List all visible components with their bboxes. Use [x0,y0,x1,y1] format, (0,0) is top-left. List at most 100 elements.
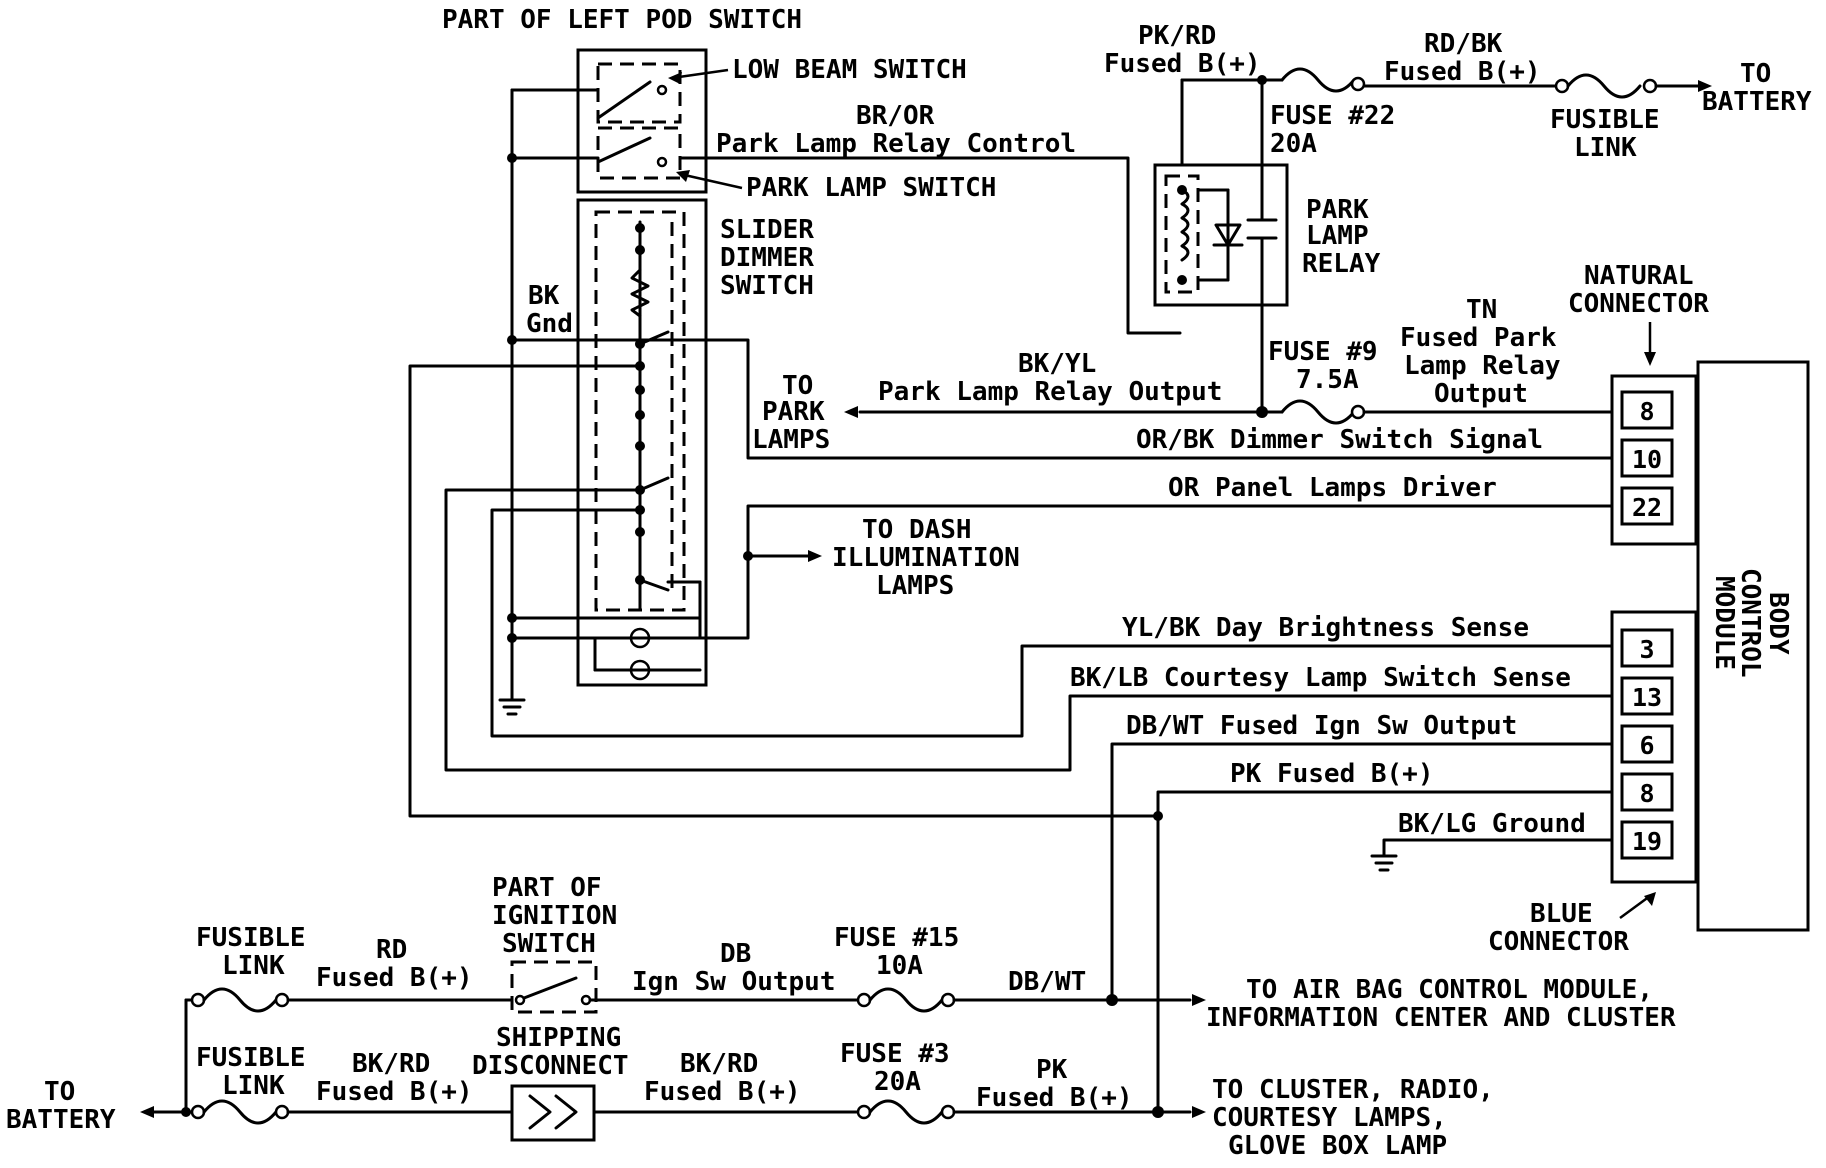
label-to-park: TO [782,371,813,401]
label-park-lamps-park: PARK [762,397,825,427]
label-fusible-ign: FUSIBLE [196,923,306,953]
label-yl-bk-day: YL/BK Day Brightness Sense [1122,613,1529,643]
label-lamp-relay: Lamp Relay [1404,351,1561,381]
fuse-3 [868,1099,944,1125]
low-beam-switch-blade [596,80,652,120]
label-park-relay-lamp: LAMP [1306,221,1369,251]
blue-pin-box [1620,820,1674,860]
park-lamp-relay [1153,98,1289,307]
ignition-switch-symbol [510,960,598,1014]
label-slider: SLIDER [720,215,814,245]
label-ign-sw-output: Ign Sw Output [632,967,836,997]
label-fused-park: Fused Park [1400,323,1557,353]
wire-br-or-relay-control [678,156,1182,335]
label-rd: RD [376,935,407,965]
wire-bk-lg-ground [1382,838,1614,858]
label-switch: SWITCH [720,271,814,301]
natural-pin-label: 10 [1632,445,1662,474]
label-body: BODY [1763,592,1793,655]
label-br-or: BR/OR [856,101,935,131]
label-part-of-left-pod-switch: PART OF LEFT POD SWITCH [442,5,802,35]
label-db-wt: DB/WT [1008,967,1086,997]
left-pod-switch [576,48,708,687]
label-park-lamp-relay-output: Park Lamp Relay Output [878,377,1222,407]
ground-symbol-bcm [1370,854,1398,872]
label-fuse-9-rating: 7.5A [1296,365,1359,395]
shipping-disconnect-chevron-1 [528,1094,552,1130]
wire-bk-lb-courtesy-lamp-switch-sense [444,488,1614,772]
label-low-beam-switch: LOW BEAM SWITCH [732,55,967,85]
label-park-relay-relay: RELAY [1302,249,1381,279]
shipping-disconnect [510,1084,596,1142]
label-control: CONTROL [1735,568,1765,678]
natural-connector-pins: 8 10 22 [1620,390,1674,526]
relay-diode [1214,223,1242,247]
label-fused-b-top-right: Fused B(+) [1384,57,1541,87]
wire-pk-to-dimmer [408,364,1160,818]
label-fused-b-bkrd-2: Fused B(+) [644,1077,801,1107]
label-courtesy-lamps: COURTESY LAMPS, [1212,1103,1447,1133]
label-to-bottom: TO [44,1077,75,1107]
natural-pin-box [1620,486,1674,526]
label-part-of: PART OF [492,873,602,903]
label-bk: BK [528,281,560,311]
wire-yl-bk-day-brightness-sense [490,508,1614,738]
label-link-top: LINK [1574,133,1637,163]
label-fuse-3: FUSE #3 [840,1039,950,1069]
label-connector-natural: CONNECTOR [1568,289,1709,319]
label-battery-top: BATTERY [1702,87,1812,117]
wire-or-panel-lamps-driver [698,504,1614,640]
blue-pin-label: 6 [1639,731,1654,760]
label-bk-yl: BK/YL [1018,349,1096,379]
label-fuse-9: FUSE #9 [1268,337,1378,367]
fuse-9 [1280,399,1356,425]
arrow-to-air-bag [1192,994,1206,1006]
label-or-panel-lamps: OR Panel Lamps Driver [1168,473,1497,503]
blue-pin-label: 13 [1632,683,1662,712]
label-to-cluster: TO CLUSTER, RADIO, [1212,1075,1494,1105]
fusible-link-ignition [202,987,278,1013]
label-pk-rd: PK/RD [1138,21,1216,51]
label-fuse-3-rating: 20A [874,1067,921,1097]
label-park-lamp-relay-control: Park Lamp Relay Control [716,129,1076,159]
fuse-15 [868,987,944,1013]
label-fuse-22-rating: 20A [1270,129,1317,159]
label-park-relay-park: PARK [1306,195,1369,225]
label-info-center: INFORMATION CENTER AND CLUSTER [1206,1003,1676,1033]
natural-pin-box [1620,438,1674,478]
ground-symbol-pod [498,688,526,716]
low-beam-switch-symbol [596,62,682,124]
label-gnd: Gnd [526,309,573,339]
blue-pin-label: 3 [1639,635,1654,664]
label-pk: PK [1036,1055,1068,1085]
label-fuse-15-rating: 10A [876,951,923,981]
arrow-to-dash-illumination [808,550,822,562]
fuse-22 [1280,67,1356,93]
blue-pin-label: 8 [1639,779,1654,808]
label-fused-b-pk: Fused B(+) [976,1083,1133,1113]
label-fusible-ship: FUSIBLE [196,1043,306,1073]
label-link-ign: LINK [222,951,285,981]
label-db: DB [720,939,751,969]
label-park-lamp-switch: PARK LAMP SWITCH [746,173,996,203]
fusible-link-shipping [202,1099,278,1125]
label-or-bk-dimmer: OR/BK Dimmer Switch Signal [1136,425,1543,455]
natural-pin-label: 8 [1639,397,1654,426]
park-lamp-switch-blade [596,136,652,164]
label-ignition: IGNITION [492,901,617,931]
arrow-blue-connector [1644,892,1656,906]
label-fused-b-bkrd-1: Fused B(+) [316,1077,473,1107]
arrow-to-cluster [1192,1106,1206,1118]
arrow-to-park-lamps [844,406,858,418]
arrow-natural-connector [1644,352,1656,366]
blue-pin-box [1620,676,1674,716]
shipping-disconnect-chevron-2 [554,1094,578,1130]
blue-pin-box [1620,772,1674,812]
label-fused-b-top-left: Fused B(+) [1104,49,1261,79]
label-fuse-22: FUSE #22 [1270,101,1395,131]
dimmer-resistor [630,268,650,318]
label-bk-lb-courtesy: BK/LB Courtesy Lamp Switch Sense [1070,663,1571,693]
label-bk-rd-2: BK/RD [680,1049,758,1079]
label-tn: TN [1466,295,1497,325]
